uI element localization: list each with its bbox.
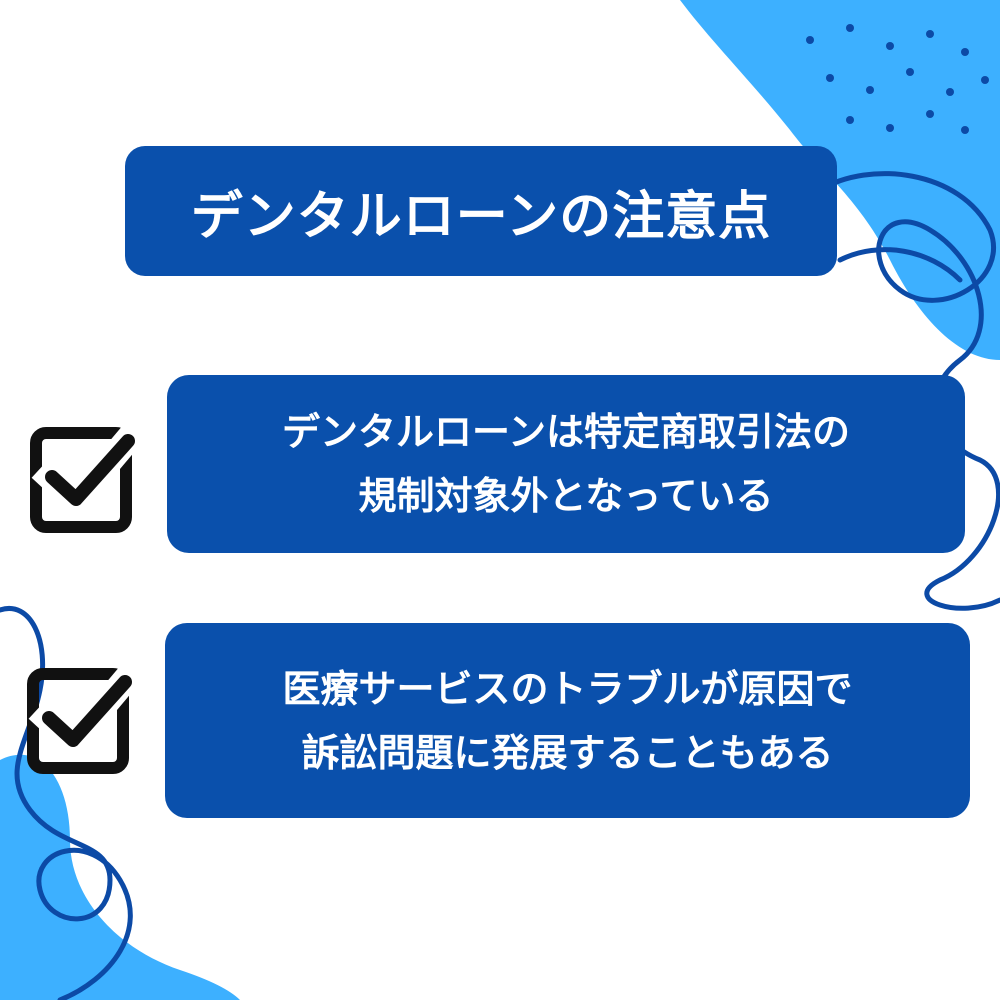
note-card-2-line-2: 訴訟問題に発展することもある xyxy=(301,730,834,775)
title-banner: デンタルローンの注意点 xyxy=(125,146,837,276)
top-right-scribble-2 xyxy=(837,247,963,283)
note-card-2-text: 医療サービスのトラブルが原因で 訴訟問題に発展することもある xyxy=(282,657,852,785)
note-card-1: デンタルローンは特定商取引法の 規制対象外となっている xyxy=(167,375,965,553)
top-right-scribble xyxy=(817,171,1000,611)
note-card-1-line-2: 規制対象外となっている xyxy=(358,474,774,518)
checkbox-checked-icon xyxy=(27,666,135,774)
checkbox-checked-icon xyxy=(30,425,138,533)
note-card-1-text: デンタルローンは特定商取引法の 規制対象外となっている xyxy=(282,400,850,528)
page-title: デンタルローンの注意点 xyxy=(190,186,772,247)
dot-pattern xyxy=(806,24,989,134)
bottom-left-blob xyxy=(0,754,240,1000)
bottom-left-scribble xyxy=(0,606,133,1000)
note-card-2: 医療サービスのトラブルが原因で 訴訟問題に発展することもある xyxy=(165,623,970,818)
note-card-1-line-1: デンタルローンは特定商取引法の xyxy=(281,410,851,454)
note-card-2-line-1: 医療サービスのトラブルが原因で xyxy=(282,666,853,711)
